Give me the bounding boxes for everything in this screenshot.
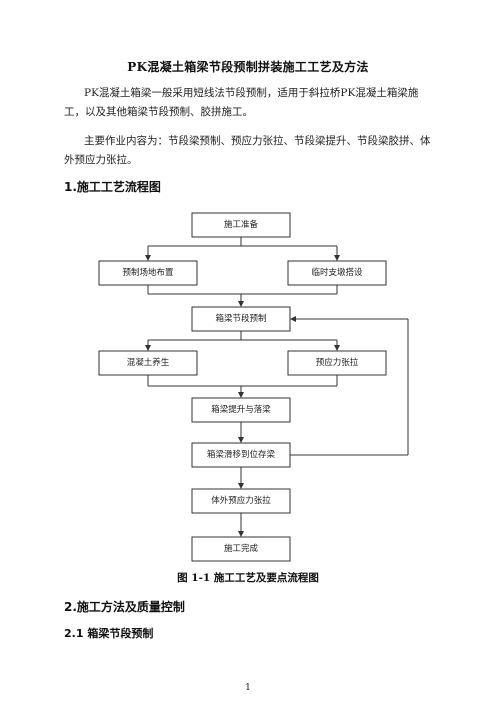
flow-connectors	[145, 237, 409, 537]
section-heading-1: 1.施工工艺流程图	[64, 180, 161, 194]
step-slide-box: 箱梁滑移到位存梁	[191, 442, 291, 468]
step-tension-box: 预应力张拉	[287, 350, 387, 376]
scope-paragraph: 主要作业内容为：节段梁预制、预应力张拉、节段梁提升、节段梁胶拼、体外预应力张拉。	[64, 135, 431, 166]
subsection-heading: 2.1 箱梁节段预制	[64, 627, 154, 640]
step-precast-label: 箱梁节段预制	[215, 313, 266, 324]
step-tension-label: 预应力张拉	[316, 357, 359, 368]
step-site-box: 预制场地布置	[98, 260, 198, 286]
step-site-label: 预制场地布置	[122, 267, 174, 278]
step-cure-box: 混凝土养生	[98, 350, 198, 376]
intro-paragraph: PK混凝土箱梁一般采用短线法节段预制，适用于斜拉桥PK混凝土箱梁施工，以及其他箱…	[64, 87, 419, 118]
step-done-label: 施工完成	[224, 543, 259, 554]
step-lift-label: 箱梁提升与落梁	[211, 404, 271, 415]
document-title: PK混凝土箱梁节段预制拼装施工工艺及方法	[127, 60, 369, 74]
step-support-box: 临时支墩搭设	[287, 260, 387, 286]
page-number: 1	[245, 683, 251, 693]
step-done-box: 施工完成	[191, 536, 291, 562]
step-precast-box: 箱梁节段预制	[191, 306, 291, 332]
step-prep-label: 施工准备	[224, 219, 259, 230]
figure-caption: 图 1-1 施工工艺及要点流程图	[177, 572, 319, 584]
step-lift-box: 箱梁提升与落梁	[191, 397, 291, 423]
section-heading-2: 2.施工方法及质量控制	[64, 600, 185, 614]
step-prep-box: 施工准备	[191, 212, 291, 238]
step-slide-label: 箱梁滑移到位存梁	[207, 449, 276, 460]
step-cure-label: 混凝土养生	[127, 357, 170, 368]
step-external-box: 体外预应力张拉	[191, 488, 291, 514]
step-external-label: 体外预应力张拉	[211, 495, 271, 506]
step-support-label: 临时支墩搭设	[311, 267, 363, 278]
